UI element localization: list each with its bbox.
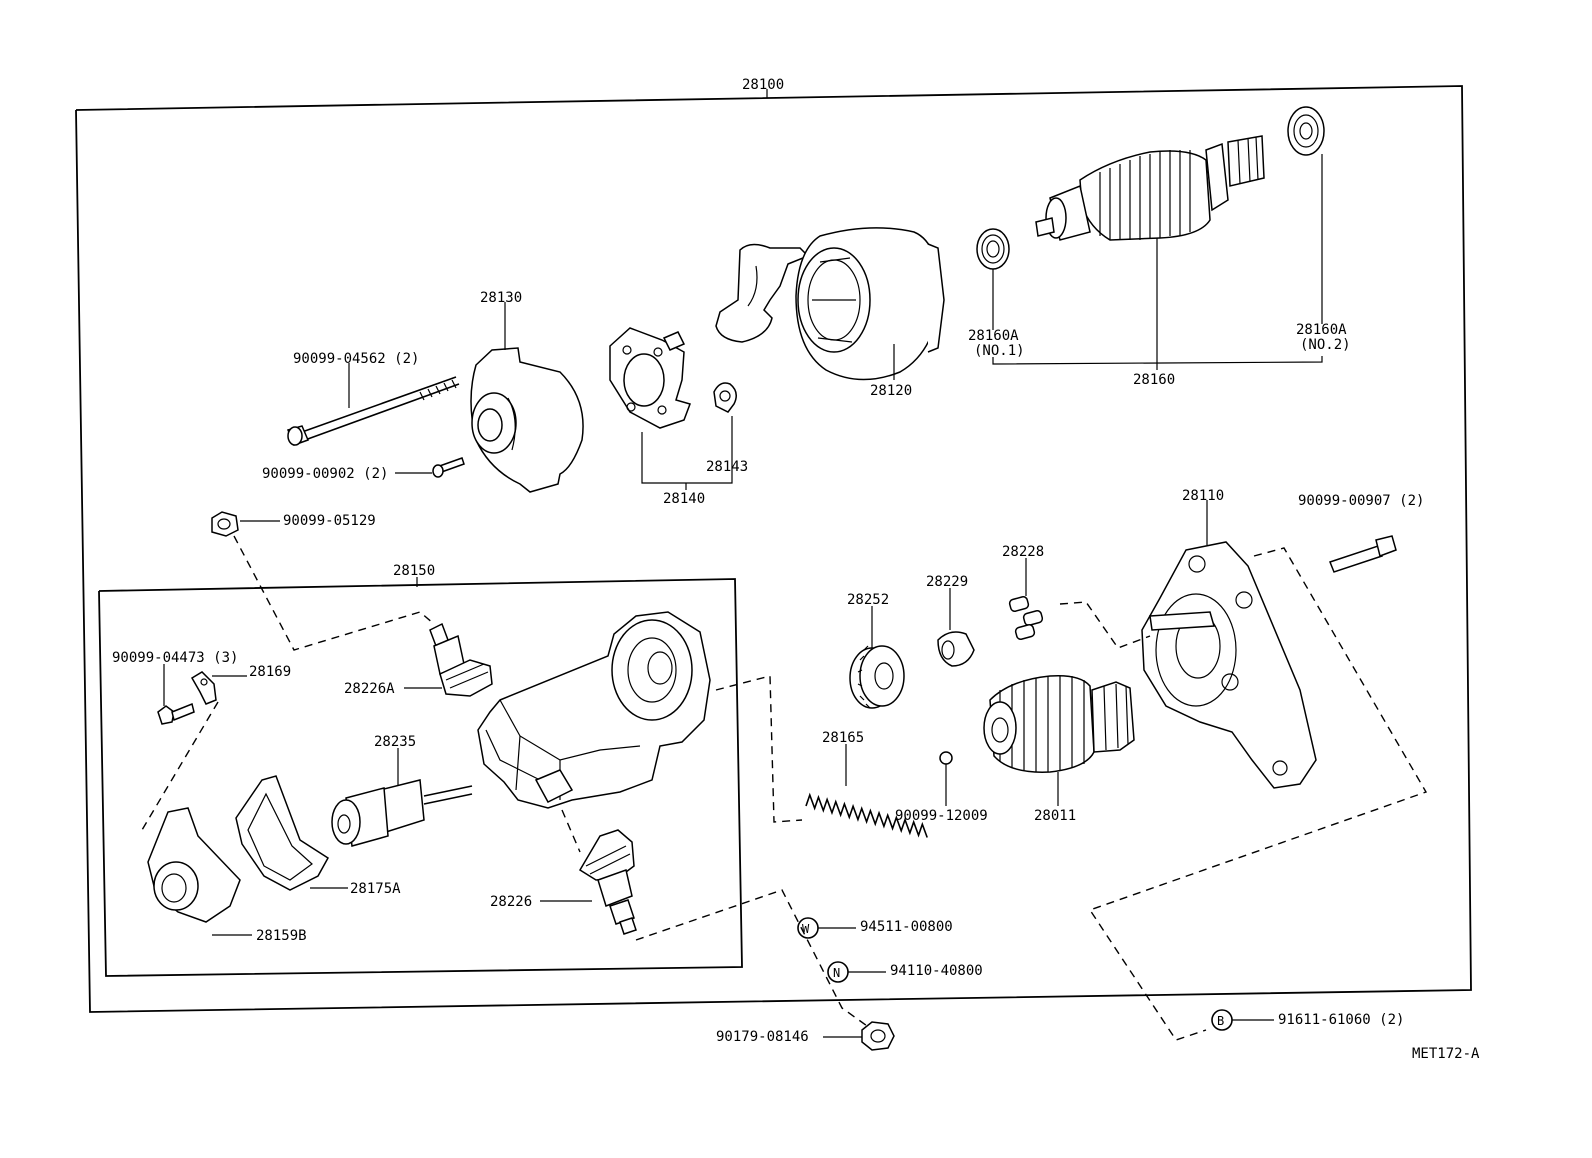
bolt-symbol: B (1211, 1009, 1233, 1031)
label-28100: 28100 (742, 77, 784, 93)
label-90099-04562: 90099-04562 (2) (293, 351, 419, 367)
label-90099-00902: 90099-00902 (2) (262, 466, 388, 482)
label-28228: 28228 (1002, 544, 1044, 560)
diagram-code: MET172-A (1412, 1046, 1480, 1062)
label-28226a: 28226A (344, 681, 395, 697)
brush-spring-part (713, 382, 737, 413)
switch-cover-part (147, 807, 241, 923)
label-28159b: 28159B (256, 928, 307, 944)
label-94110-40800: 94110-40800 (890, 963, 983, 979)
label-90099-04473: 90099-04473 (3) (112, 650, 238, 666)
label-28226: 28226 (490, 894, 532, 910)
dashed-line-rollers (1059, 601, 1151, 649)
starter-housing-part (1141, 541, 1317, 789)
bearing-no2-part (1287, 106, 1325, 156)
plunger-part (331, 779, 473, 847)
label-90099-05129: 90099-05129 (283, 513, 376, 529)
label-28175a: 28175A (350, 881, 401, 897)
clutch-rollers-part (1008, 596, 1044, 640)
label-28169: 28169 (249, 664, 291, 680)
label-28252: 28252 (847, 592, 889, 608)
armature-part (1035, 135, 1265, 241)
label-28235: 28235 (374, 734, 416, 750)
retainer-part (937, 631, 975, 667)
bolt-00907-part (1329, 535, 1397, 573)
label-90099-00907: 90099-00907 (2) (1298, 493, 1424, 509)
dashed-line-cover (141, 701, 219, 831)
screw-part (432, 457, 465, 478)
nut-05129-part (211, 511, 239, 537)
idler-gear-part (849, 645, 905, 709)
nut-symbol-letter: N (833, 966, 840, 980)
label-91611-61060: 91611-61060 (2) (1278, 1012, 1404, 1028)
label-28160a-no2-sub: (NO.2) (1300, 337, 1351, 353)
spring-part (805, 792, 928, 838)
label-28120: 28120 (870, 383, 912, 399)
clip-28169-part (190, 671, 217, 705)
terminal-28226a-part (429, 622, 493, 697)
brush-holder-part (609, 327, 691, 429)
field-yoke-part (715, 227, 945, 381)
label-28160: 28160 (1133, 372, 1175, 388)
bearing-no1-part (976, 228, 1010, 270)
through-bolt-part (286, 376, 460, 446)
bolt-symbol-letter: B (1217, 1014, 1224, 1028)
label-28160a-no1-sub: (NO.1) (974, 343, 1025, 359)
gasket-part (235, 775, 329, 891)
end-frame-part (470, 347, 584, 493)
assembly-boundary-28100 (75, 85, 1472, 1013)
label-90179-08146: 90179-08146 (716, 1029, 809, 1045)
dashed-line-05129 (233, 535, 435, 651)
dashed-line-spring (715, 675, 803, 823)
label-90099-12009: 90099-12009 (895, 808, 988, 824)
cap-nut-part (861, 1021, 895, 1051)
label-28140: 28140 (663, 491, 705, 507)
label-28143: 28143 (706, 459, 748, 475)
steel-ball-part (939, 751, 953, 765)
dashed-line-housing (1088, 547, 1428, 1041)
washer-symbol-letter: W (802, 922, 810, 936)
subassembly-boundary-28150 (98, 577, 743, 977)
nut-symbol: N (827, 961, 849, 983)
bracket-28140 (641, 416, 733, 484)
label-28160a-no1: 28160A (968, 328, 1019, 344)
label-94511-00800: 94511-00800 (860, 919, 953, 935)
label-28150: 28150 (393, 563, 435, 579)
starter-clutch-part (983, 674, 1135, 773)
dashed-line-nuts (635, 889, 871, 1029)
screw-04473-part (157, 702, 195, 725)
label-28165: 28165 (822, 730, 864, 746)
dashed-line-terminal (561, 809, 581, 853)
label-28011: 28011 (1034, 808, 1076, 824)
terminal-28226-part (578, 829, 637, 935)
label-28110: 28110 (1182, 488, 1224, 504)
magnetic-switch-part (477, 611, 711, 809)
label-28229: 28229 (926, 574, 968, 590)
label-28130: 28130 (480, 290, 522, 306)
label-28160a-no2: 28160A (1296, 322, 1347, 338)
